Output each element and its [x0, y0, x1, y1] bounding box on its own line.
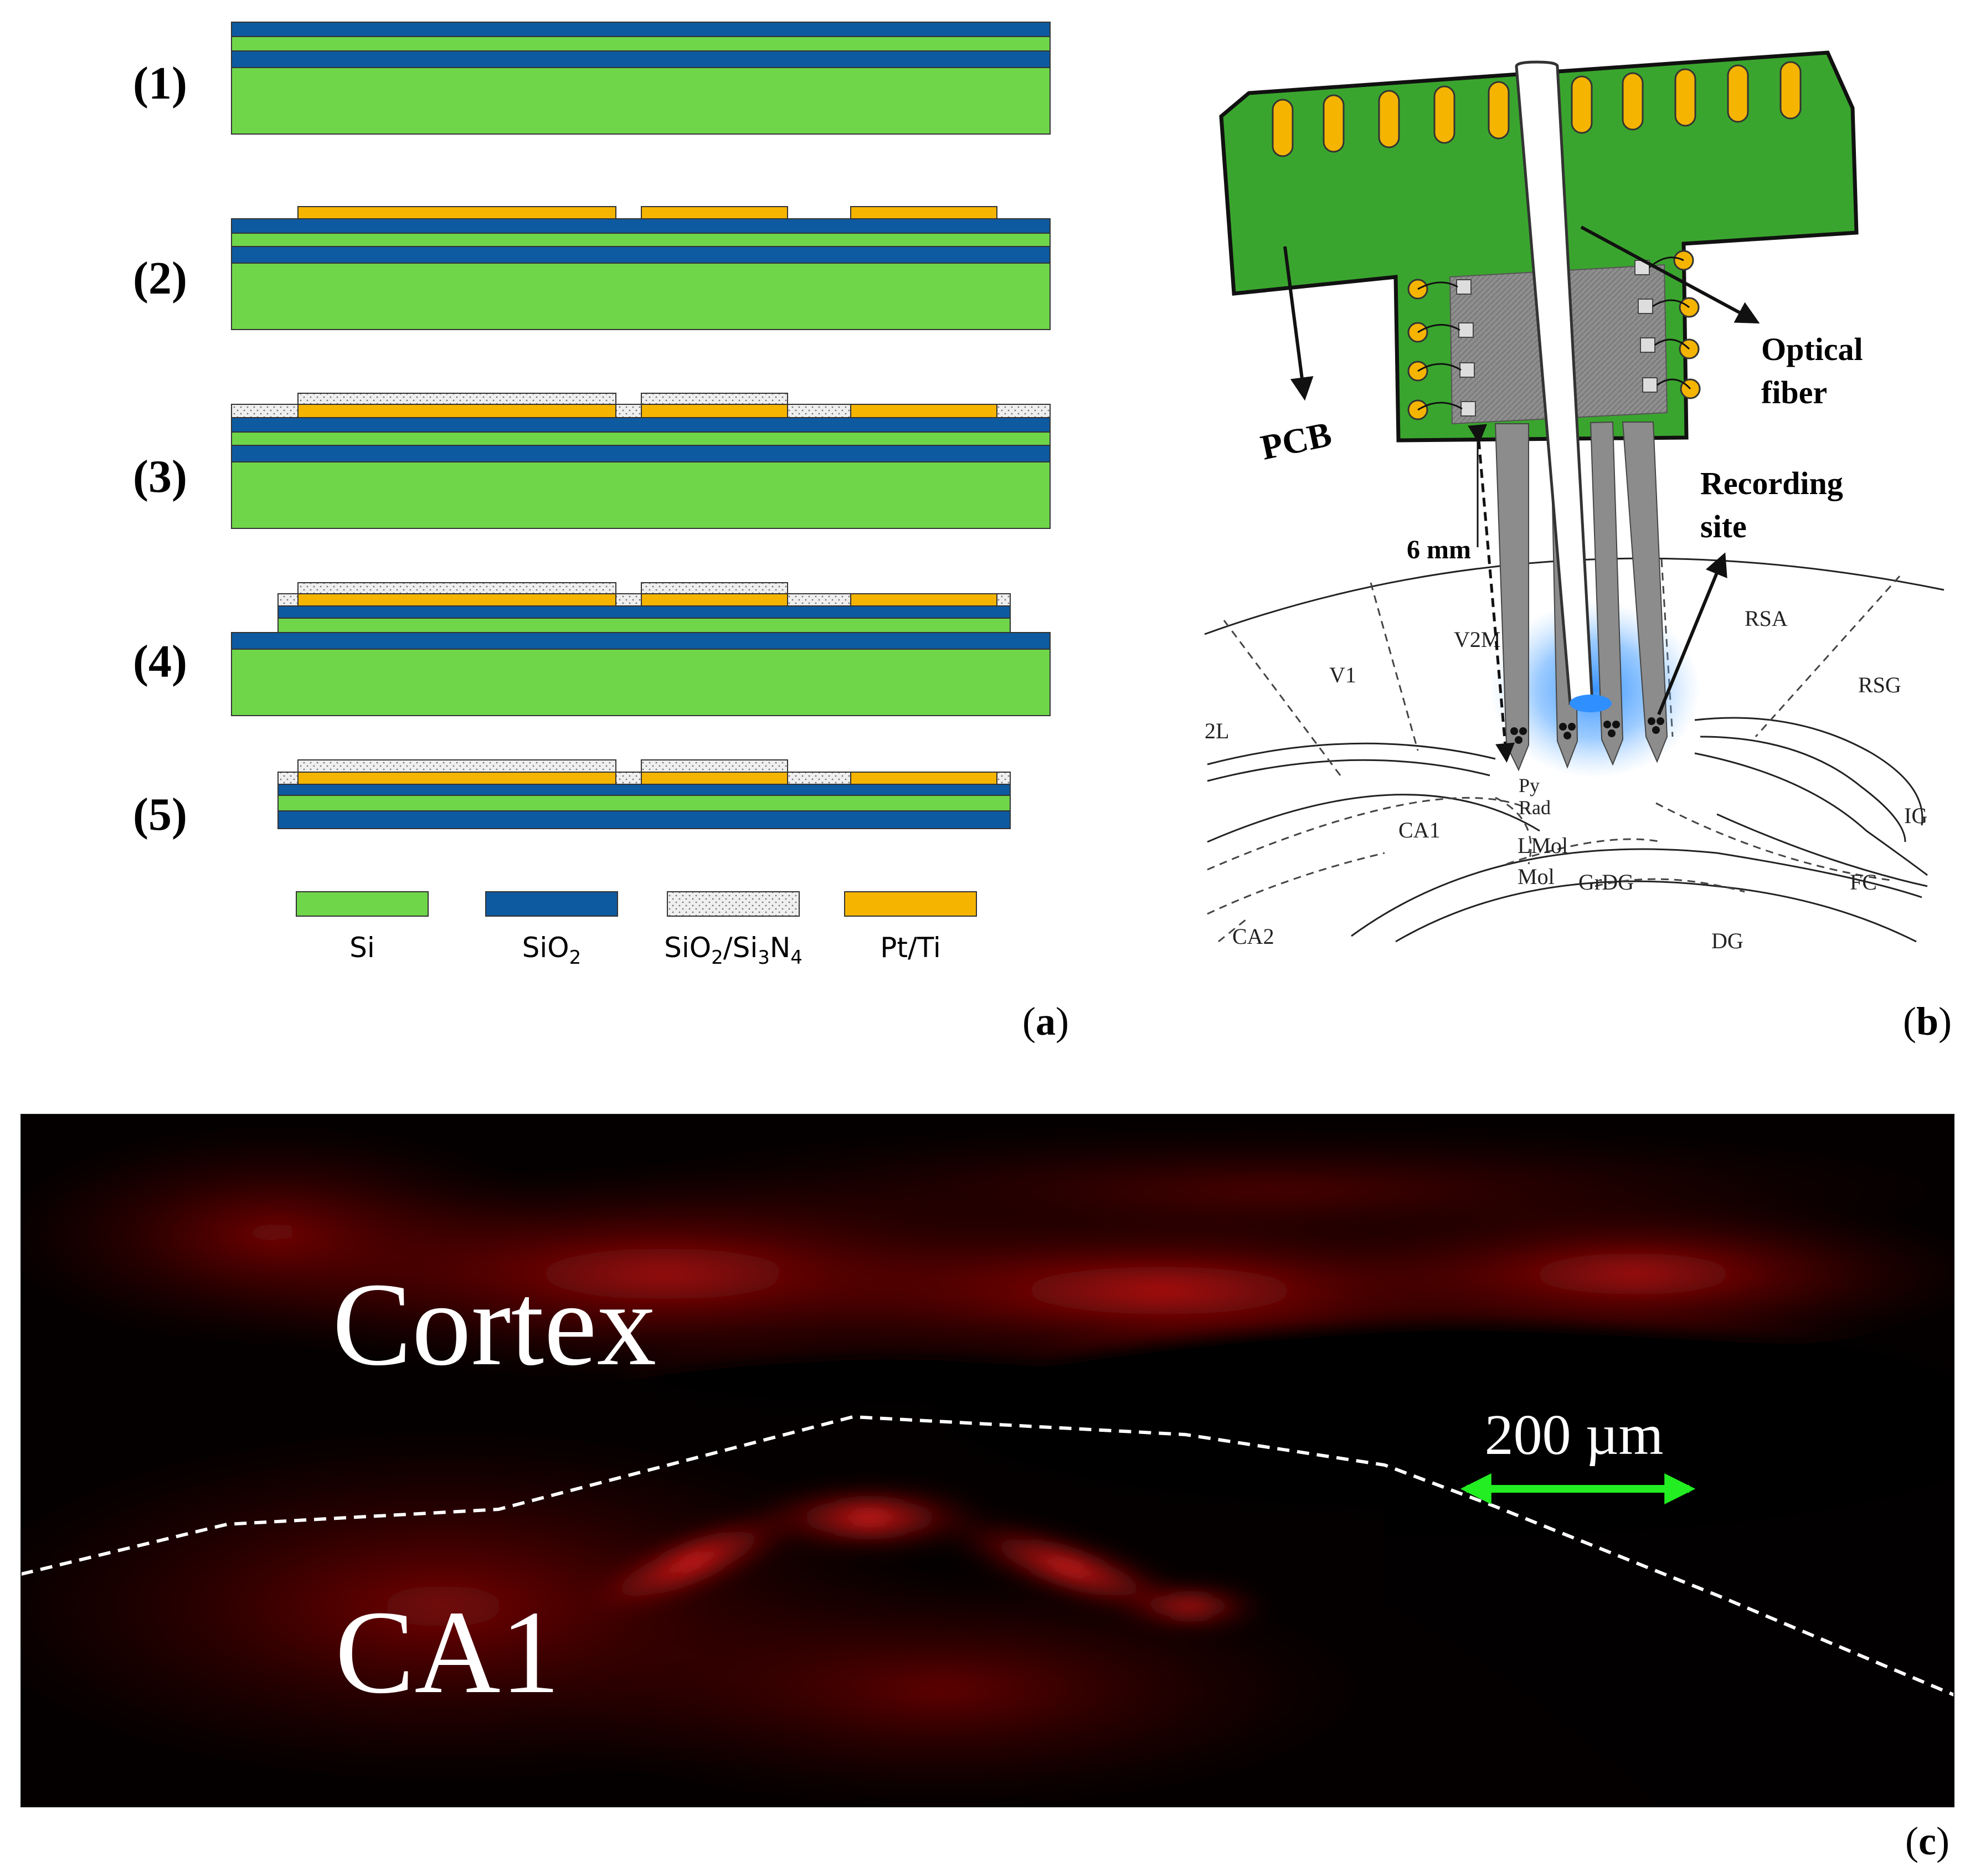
fluorescence-image: [21, 1114, 1954, 1807]
atlas-label-lmol: LMol: [1518, 833, 1568, 858]
pcb-arrow: [1283, 246, 1314, 401]
recording-site-label-line2: site: [1700, 508, 1747, 544]
step-label-2: (2): [133, 253, 187, 304]
legend-swatch-si: [296, 891, 429, 917]
pcb-label: PCB: [1257, 414, 1335, 467]
atlas-label-ca2: CA2: [1232, 924, 1274, 949]
legend-swatch-ptti: [844, 891, 977, 917]
atlas-label-v1: V1: [1329, 662, 1356, 687]
material-legend: Si SiO2 SiO2/Si3N4 Pt/Ti: [296, 891, 977, 969]
process-step-4: [231, 582, 1051, 716]
optical-fiber: [1515, 60, 1594, 705]
recording-site-arrow: [1657, 552, 1727, 716]
step-label-4: (4): [133, 636, 187, 687]
panel-a: (1) (2) (3) (4) (5): [133, 22, 1069, 1044]
optical-fiber-label-line2: fiber: [1761, 374, 1827, 410]
atlas-label-ca1: CA1: [1398, 818, 1441, 842]
depth-label: 6 mm: [1407, 535, 1471, 564]
brain-atlas-outline: [1204, 557, 1945, 943]
legend-swatch-sio2: [485, 891, 618, 917]
wire-bond-pads: [1407, 250, 1701, 420]
panel-c: Cortex CA1 200 µm (c): [20, 1114, 1954, 1863]
scale-bar-label: 200 µm: [1485, 1403, 1664, 1467]
panel-label-c: (c): [1905, 1819, 1950, 1863]
layer-boundary-line: [21, 1415, 1954, 1697]
atlas-label-ig: IG: [1904, 803, 1927, 828]
recording-site-label-line1: Recording: [1700, 465, 1843, 501]
legend-label-nitride: SiO2/Si3N4: [664, 932, 803, 969]
probe-shank-4: [1622, 422, 1668, 763]
panel-b: V1 V2M RSA RSG 2L Py Rad CA1 LMol Mol Gr…: [1204, 50, 1952, 1044]
atlas-label-rsa: RSA: [1745, 606, 1788, 631]
atlas-label-rad: Rad: [1519, 796, 1551, 819]
probe-shank-3: [1590, 421, 1624, 766]
optical-fiber-label-line1: Optical: [1761, 331, 1863, 367]
cortex-label: Cortex: [332, 1258, 656, 1390]
atlas-labels: V1 V2M RSA RSG 2L Py Rad CA1 LMol Mol Gr…: [1205, 606, 1927, 953]
atlas-label-fc: FC: [1850, 870, 1877, 895]
atlas-label-py: Py: [1519, 774, 1540, 796]
process-step-3: [231, 393, 1051, 529]
legend-label-ptti: Pt/Ti: [880, 932, 941, 964]
atlas-label-2l: 2L: [1205, 718, 1229, 743]
atlas-label-dg: DG: [1711, 928, 1743, 953]
process-step-5: [277, 759, 1011, 829]
fiber-tip-light: [1570, 695, 1612, 712]
image-frame: [20, 1114, 1954, 1807]
process-step-2: [231, 206, 1051, 330]
legend-label-sio2: SiO2: [522, 932, 582, 969]
panel-label-b: (b): [1903, 999, 1952, 1044]
legend-label-si: Si: [349, 932, 375, 964]
process-step-1: [231, 22, 1051, 135]
brain-atlas-dashed: [1207, 559, 1901, 943]
pcb-contact-pads: [1272, 61, 1802, 157]
step-label-5: (5): [133, 789, 187, 840]
legend-swatch-nitride: [667, 891, 800, 917]
optical-fiber-arrow: [1580, 225, 1760, 323]
atlas-label-grdg: GrDG: [1578, 870, 1634, 895]
step-label-1: (1): [133, 58, 187, 109]
panel-label-a: (a): [1022, 999, 1069, 1044]
atlas-label-mol: Mol: [1518, 864, 1555, 889]
depth-arrow: [1468, 424, 1515, 763]
atlas-label-v2m: V2M: [1454, 627, 1500, 652]
ca1-label: CA1: [335, 1586, 560, 1718]
step-label-3: (3): [133, 451, 187, 502]
atlas-label-rsg: RSG: [1858, 672, 1901, 697]
